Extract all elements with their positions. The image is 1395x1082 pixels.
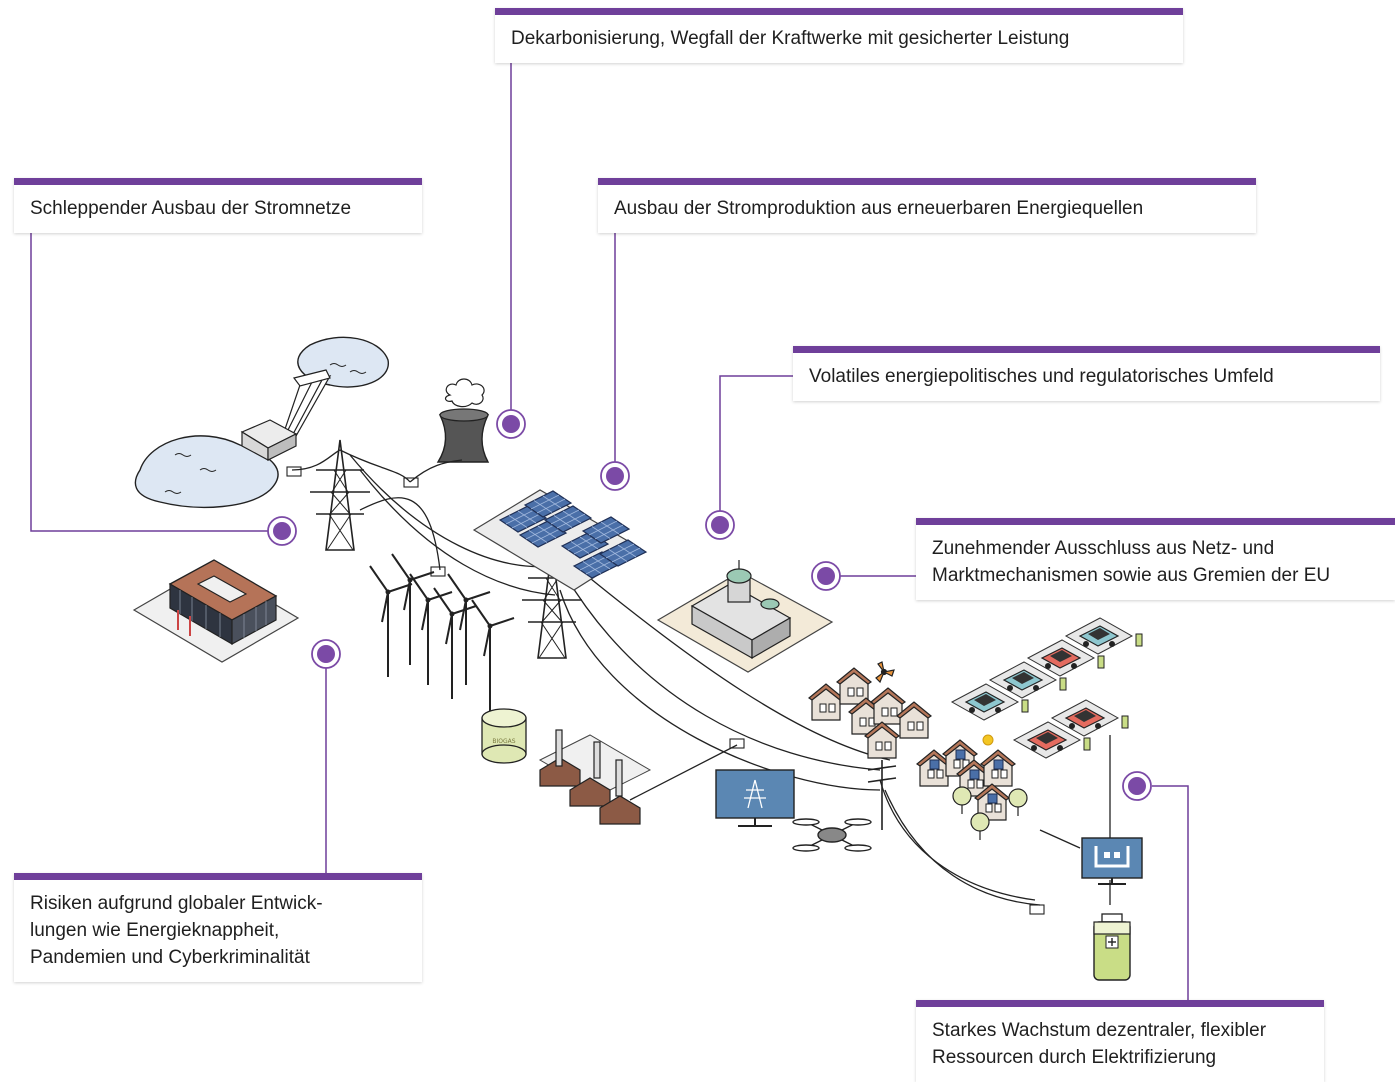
houses-icon <box>808 661 932 759</box>
solar-houses-icon <box>916 734 1028 841</box>
cooling-tower-icon <box>436 378 490 463</box>
label-text: Zunehmender Ausschluss aus Netz- und <box>932 538 1275 559</box>
label-text: Dekarbonisierung, Wegfall der Kraftwerke… <box>511 28 1070 49</box>
label-text: Volatiles energiepolitisches und regulat… <box>809 366 1274 387</box>
marker-volatil[interactable] <box>705 510 735 540</box>
drone-icon <box>792 818 872 852</box>
label-text: Risiken aufgrund globaler Entwick- <box>30 893 323 914</box>
transformer-icons <box>286 466 1045 915</box>
office-building-icon <box>132 559 300 663</box>
marker-dekarbonisierung[interactable] <box>496 409 526 439</box>
marker-stromnetze[interactable] <box>267 516 297 546</box>
label-stromnetze: Schleppender Ausbau der Stromnetze <box>14 178 422 233</box>
label-volatil: Volatiles energiepolitisches und regulat… <box>793 346 1380 401</box>
utility-pole-icon <box>867 760 897 830</box>
label-risiken: Risiken aufgrund globaler Entwick- lunge… <box>14 873 422 982</box>
wind-turbine-icon <box>369 553 515 712</box>
label-text: lungen wie Energieknappheit, <box>30 920 280 941</box>
label-text: Starkes Wachstum dezentraler, flexibler <box>932 1020 1267 1041</box>
marker-wachstum[interactable] <box>1122 771 1152 801</box>
connector-lines <box>30 50 1189 1000</box>
biogas-tank-label: BIOGAS <box>492 738 515 745</box>
biogas-tank-icon: BIOGAS <box>481 708 527 764</box>
label-text: Ressourcen durch Elektrifizierung <box>932 1047 1217 1068</box>
parliament-icon <box>656 560 834 673</box>
marker-ausschluss[interactable] <box>811 561 841 591</box>
control-monitor-icon <box>1081 837 1143 885</box>
solar-field-icon <box>472 489 647 591</box>
label-text: Ausbau der Stromproduktion aus erneuerba… <box>614 198 1144 219</box>
monitor-icon <box>715 769 795 827</box>
label-text: Pandemien und Cyberkriminalität <box>30 947 310 968</box>
label-ausschluss: Zunehmender Ausschluss aus Netz- und Mar… <box>916 518 1395 600</box>
factory-icon <box>538 729 652 825</box>
battery-icon <box>1093 913 1131 981</box>
label-text: Marktmechanismen sowie aus Gremien der E… <box>932 565 1331 586</box>
label-erneuerbare: Ausbau der Stromproduktion aus erneuerba… <box>598 178 1256 233</box>
car-icon <box>951 617 1143 759</box>
reservoir-icon <box>134 336 389 509</box>
markers <box>267 409 1152 801</box>
label-text: Schleppender Ausbau der Stromnetze <box>30 198 352 219</box>
marker-erneuerbare[interactable] <box>600 461 630 491</box>
label-dekarbonisierung: Dekarbonisierung, Wegfall der Kraftwerke… <box>495 8 1183 63</box>
label-wachstum: Starkes Wachstum dezentraler, flexibler … <box>916 1000 1324 1082</box>
marker-risiken[interactable] <box>311 639 341 669</box>
